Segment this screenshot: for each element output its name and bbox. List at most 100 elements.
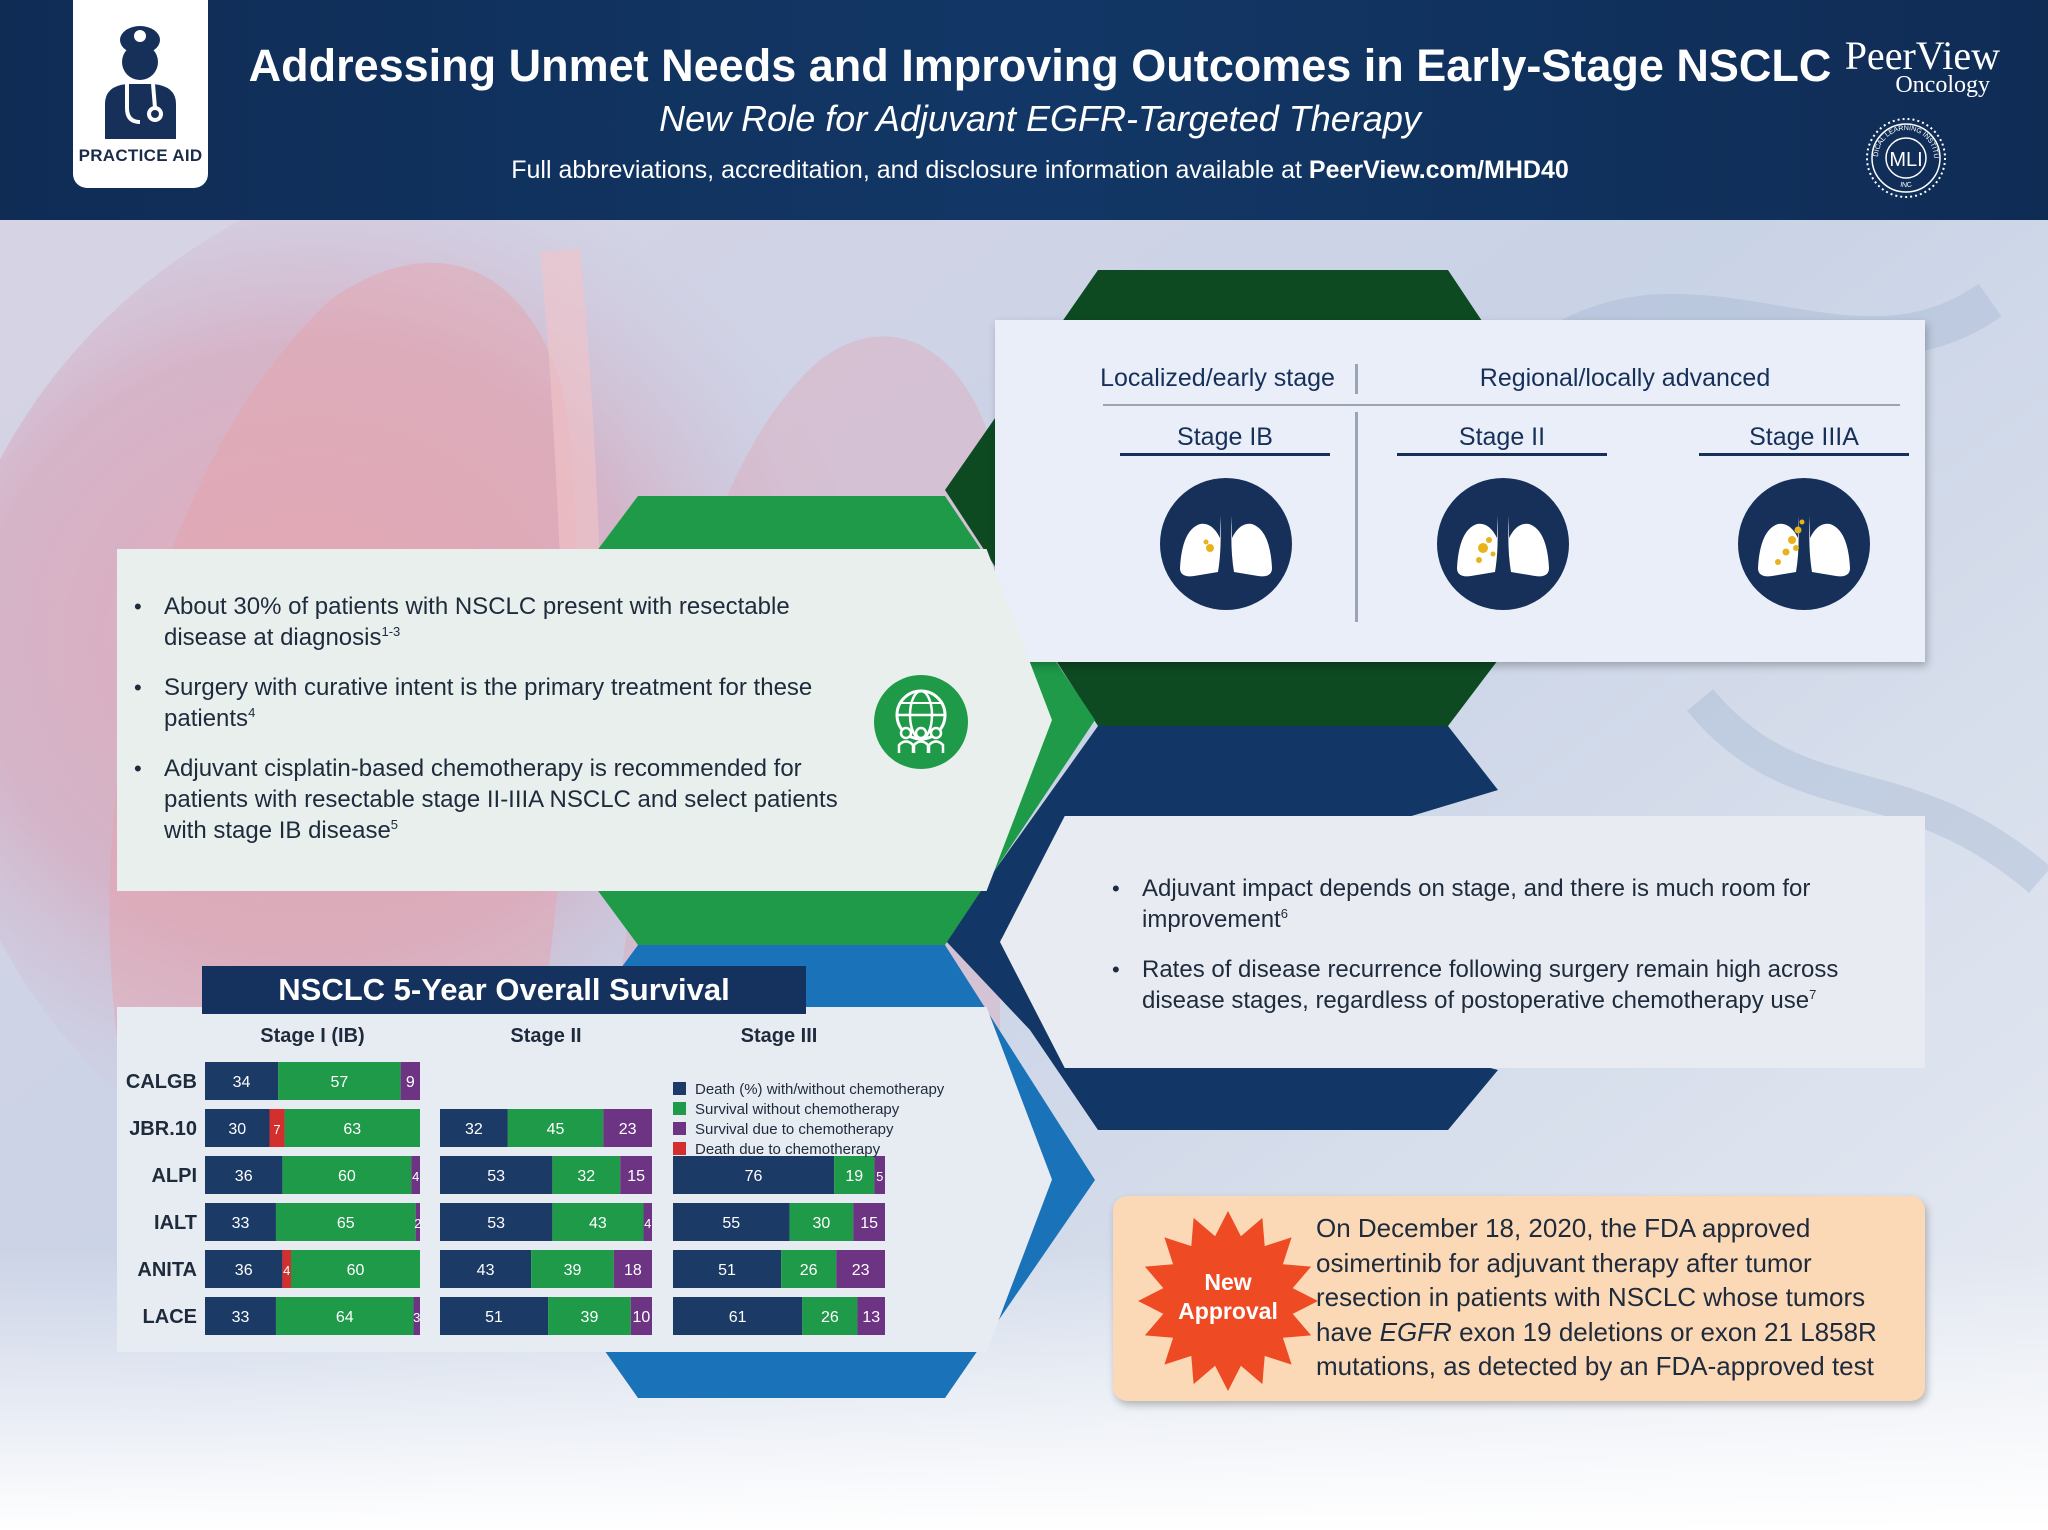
legend-swatch-0 xyxy=(673,1082,686,1095)
bar-label-0-5-1: 64 xyxy=(336,1309,354,1326)
stage-ii-rule xyxy=(1397,453,1607,456)
bar-1-3-2 xyxy=(643,1203,652,1241)
category-label-1: JBR.10 xyxy=(129,1118,197,1140)
category-label-0: CALGB xyxy=(126,1071,197,1093)
group-divider xyxy=(1355,364,1358,394)
bar-1-3-0 xyxy=(440,1203,553,1241)
bar-label-1-4-1: 39 xyxy=(564,1262,582,1279)
bar-0-2-2 xyxy=(411,1156,420,1194)
global-population-icon xyxy=(874,675,968,769)
category-label-5: LACE xyxy=(143,1306,197,1328)
bar-label-0-2-2: 4 xyxy=(412,1169,419,1184)
legend-label-3: Death due to chemotherapy xyxy=(695,1141,881,1158)
bar-0-4-1 xyxy=(282,1250,291,1288)
panel-header-2: Stage III xyxy=(741,1025,818,1047)
bar-2-4-2 xyxy=(836,1250,885,1288)
bar-0-5-0 xyxy=(205,1297,276,1335)
badge-label: PRACTICE AID xyxy=(78,146,203,165)
bar-2-5-0 xyxy=(673,1297,803,1335)
bar-label-1-2-2: 15 xyxy=(627,1168,645,1185)
bar-label-0-1-1: 7 xyxy=(273,1122,280,1137)
bar-1-2-1 xyxy=(552,1156,621,1194)
bar-label-2-2-1: 19 xyxy=(845,1168,863,1185)
bar-0-4-2 xyxy=(291,1250,420,1288)
category-label-3: IALT xyxy=(154,1212,197,1234)
bar-0-4-0 xyxy=(205,1250,283,1288)
bar-label-0-3-1: 65 xyxy=(337,1215,355,1232)
bar-2-3-0 xyxy=(673,1203,790,1241)
bar-label-0-2-0: 36 xyxy=(235,1168,253,1185)
bar-label-0-3-2: 2 xyxy=(414,1216,421,1231)
bar-label-0-3-0: 33 xyxy=(232,1215,250,1232)
left-bullet-list: About 30% of patients with NSCLC present… xyxy=(117,591,867,865)
legend-label-0: Death (%) with/without chemotherapy xyxy=(695,1081,945,1098)
legend-swatch-1 xyxy=(673,1102,686,1115)
doctor-icon xyxy=(105,26,176,139)
disclosure-line: Full abbreviations, accreditation, and d… xyxy=(240,156,1840,185)
page-subtitle: New Role for Adjuvant EGFR-Targeted Ther… xyxy=(659,98,1421,139)
bar-2-2-0 xyxy=(673,1156,835,1194)
bar-0-1-2 xyxy=(284,1109,420,1147)
starburst-shape xyxy=(1138,1211,1318,1391)
bar-label-1-3-2: 4 xyxy=(644,1216,651,1231)
bar-1-5-0 xyxy=(440,1297,549,1335)
stage-iiia-rule xyxy=(1699,453,1909,456)
bar-2-5-2 xyxy=(857,1297,885,1335)
disclosure-link[interactable]: PeerView.com/MHD40 xyxy=(1308,156,1569,184)
practice-aid-badge: PRACTICE AID xyxy=(73,0,208,188)
bar-1-5-1 xyxy=(548,1297,631,1335)
bar-label-1-4-2: 18 xyxy=(624,1262,642,1279)
bar-label-1-3-1: 43 xyxy=(589,1215,607,1232)
category-label-2: ALPI xyxy=(151,1165,197,1187)
new-approval-starburst-icon xyxy=(1138,1211,1318,1391)
bar-0-2-0 xyxy=(205,1156,283,1194)
legend-swatch-3 xyxy=(673,1142,686,1155)
left-bullet-2: Surgery with curative intent is the prim… xyxy=(117,672,867,734)
right-bullet-list: Adjuvant impact depends on stage, and th… xyxy=(1095,873,1855,1035)
bar-label-1-5-1: 39 xyxy=(581,1309,599,1326)
bar-label-2-3-0: 55 xyxy=(722,1215,740,1232)
disclosure-text: Full abbreviations, accreditation, and d… xyxy=(511,156,1309,184)
page-title: Addressing Unmet Needs and Improving Out… xyxy=(248,40,1832,91)
bar-1-1-0 xyxy=(440,1109,508,1147)
left-bullet-3: Adjuvant cisplatin-based chemotherapy is… xyxy=(117,753,867,846)
bar-label-1-1-2: 23 xyxy=(619,1121,637,1138)
bar-0-1-0 xyxy=(205,1109,270,1147)
stage-divider xyxy=(1355,412,1358,622)
bar-label-1-2-0: 53 xyxy=(487,1168,505,1185)
stage-ii-label: Stage II xyxy=(1458,423,1546,451)
stage-ib-rule xyxy=(1120,453,1330,456)
legend-label-2: Survival due to chemotherapy xyxy=(695,1121,894,1138)
bar-1-4-0 xyxy=(440,1250,532,1288)
bar-label-1-3-0: 53 xyxy=(487,1215,505,1232)
bar-label-1-4-0: 43 xyxy=(477,1262,495,1279)
panel-header-1: Stage II xyxy=(510,1025,581,1047)
bar-label-1-5-2: 10 xyxy=(633,1309,651,1326)
bar-2-4-1 xyxy=(781,1250,837,1288)
seal-ring-bottom: INC xyxy=(1900,181,1913,189)
adjuvant-impact-panel: Adjuvant impact depends on stage, and th… xyxy=(1000,816,1925,1068)
bar-label-0-2-1: 60 xyxy=(338,1168,356,1185)
category-label-4: ANITA xyxy=(137,1259,197,1281)
stage-ib-label: Stage IB xyxy=(1177,423,1273,451)
bar-2-2-2 xyxy=(874,1156,885,1194)
right-bullet-2: Rates of disease recurrence following su… xyxy=(1095,954,1855,1016)
bar-0-3-0 xyxy=(205,1203,276,1241)
lung-stage-ii-icon xyxy=(1437,478,1569,610)
bar-label-1-5-0: 51 xyxy=(485,1309,503,1326)
bar-0-3-1 xyxy=(275,1203,416,1241)
bar-label-0-5-0: 33 xyxy=(232,1309,250,1326)
bar-2-5-1 xyxy=(802,1297,858,1335)
resectable-disease-panel: About 30% of patients with NSCLC present… xyxy=(117,549,1052,891)
stage-iiia-label: Stage IIIA xyxy=(1749,423,1859,451)
bar-label-2-5-2: 13 xyxy=(862,1309,880,1326)
right-bullet-1: Adjuvant impact depends on stage, and th… xyxy=(1095,873,1855,935)
bar-label-2-3-1: 30 xyxy=(813,1215,831,1232)
bar-label-1-1-1: 45 xyxy=(547,1121,565,1138)
header-banner: PRACTICE AID Addressing Unmet Needs and … xyxy=(0,0,2048,220)
group-underline xyxy=(1103,404,1900,406)
group-localized-label: Localized/early stage xyxy=(1100,364,1335,392)
bar-0-2-1 xyxy=(282,1156,412,1194)
bar-label-0-1-2: 63 xyxy=(343,1121,361,1138)
